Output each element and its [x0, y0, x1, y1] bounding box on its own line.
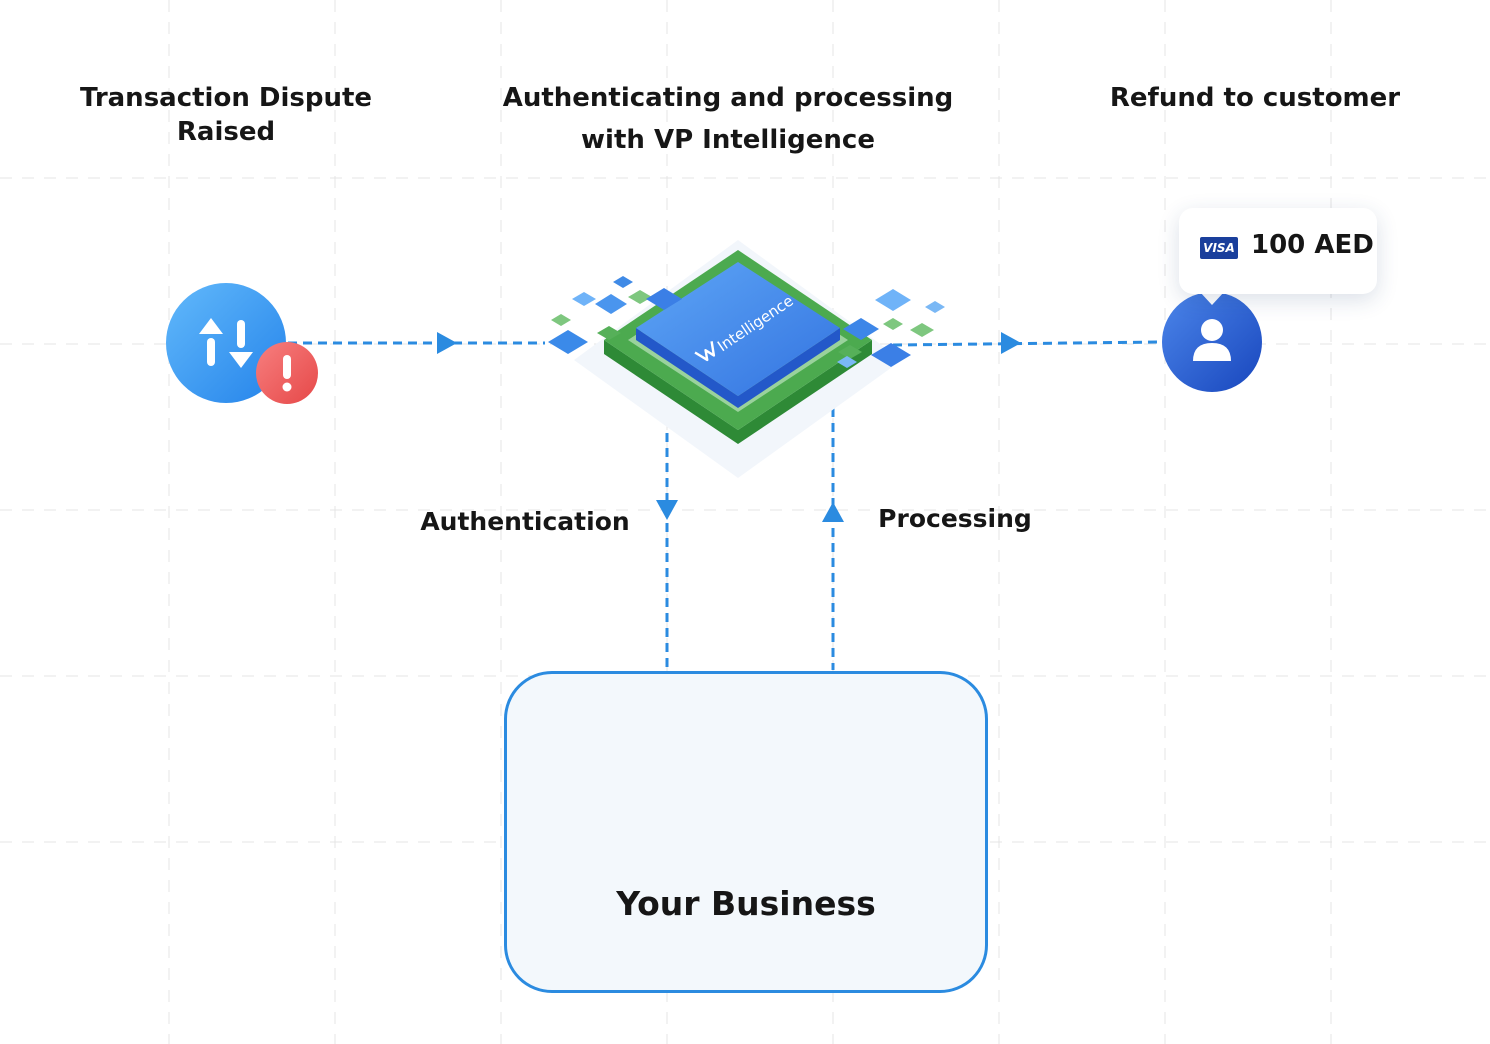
refund-amount-card: VISA 100 AED	[1179, 208, 1377, 294]
dispute-node	[166, 283, 318, 404]
visa-card-icon: VISA	[1200, 237, 1238, 259]
step-title-dispute-line1: Transaction Dispute	[79, 83, 373, 113]
intelligence-chip: Intelligence	[548, 240, 945, 478]
arrowhead-right-2	[1001, 332, 1021, 354]
step-title-processing-line2: with VP Intelligence	[581, 124, 875, 155]
user-icon	[1193, 319, 1231, 361]
arrowhead-right-1	[437, 332, 457, 354]
processing-label: Processing	[878, 504, 1032, 533]
transfer-arrows-icon	[199, 318, 253, 368]
vp-logo-icon	[694, 341, 716, 362]
arrowhead-up	[822, 502, 844, 522]
chip-particles	[548, 276, 945, 368]
chip-top	[636, 262, 840, 396]
business-label: Your Business	[616, 884, 876, 923]
step-title-processing: Authenticating and processing with VP In…	[500, 82, 956, 158]
arrowhead-down	[656, 500, 678, 520]
alert-icon	[256, 342, 318, 404]
step-title-dispute: Transaction Dispute Raised	[66, 82, 386, 150]
refund-amount: 100 AED	[1251, 230, 1374, 260]
step-title-processing-line1: Authenticating and processing	[502, 83, 954, 113]
step-title-refund: Refund to customer	[1109, 83, 1401, 113]
authentication-label: Authentication	[420, 507, 630, 536]
connectors	[288, 340, 1163, 670]
connector-arrowheads	[437, 332, 1021, 522]
step-title-dispute-line2: Raised	[176, 116, 276, 147]
customer-node	[1162, 292, 1262, 392]
business-box: Your Business	[504, 671, 988, 993]
